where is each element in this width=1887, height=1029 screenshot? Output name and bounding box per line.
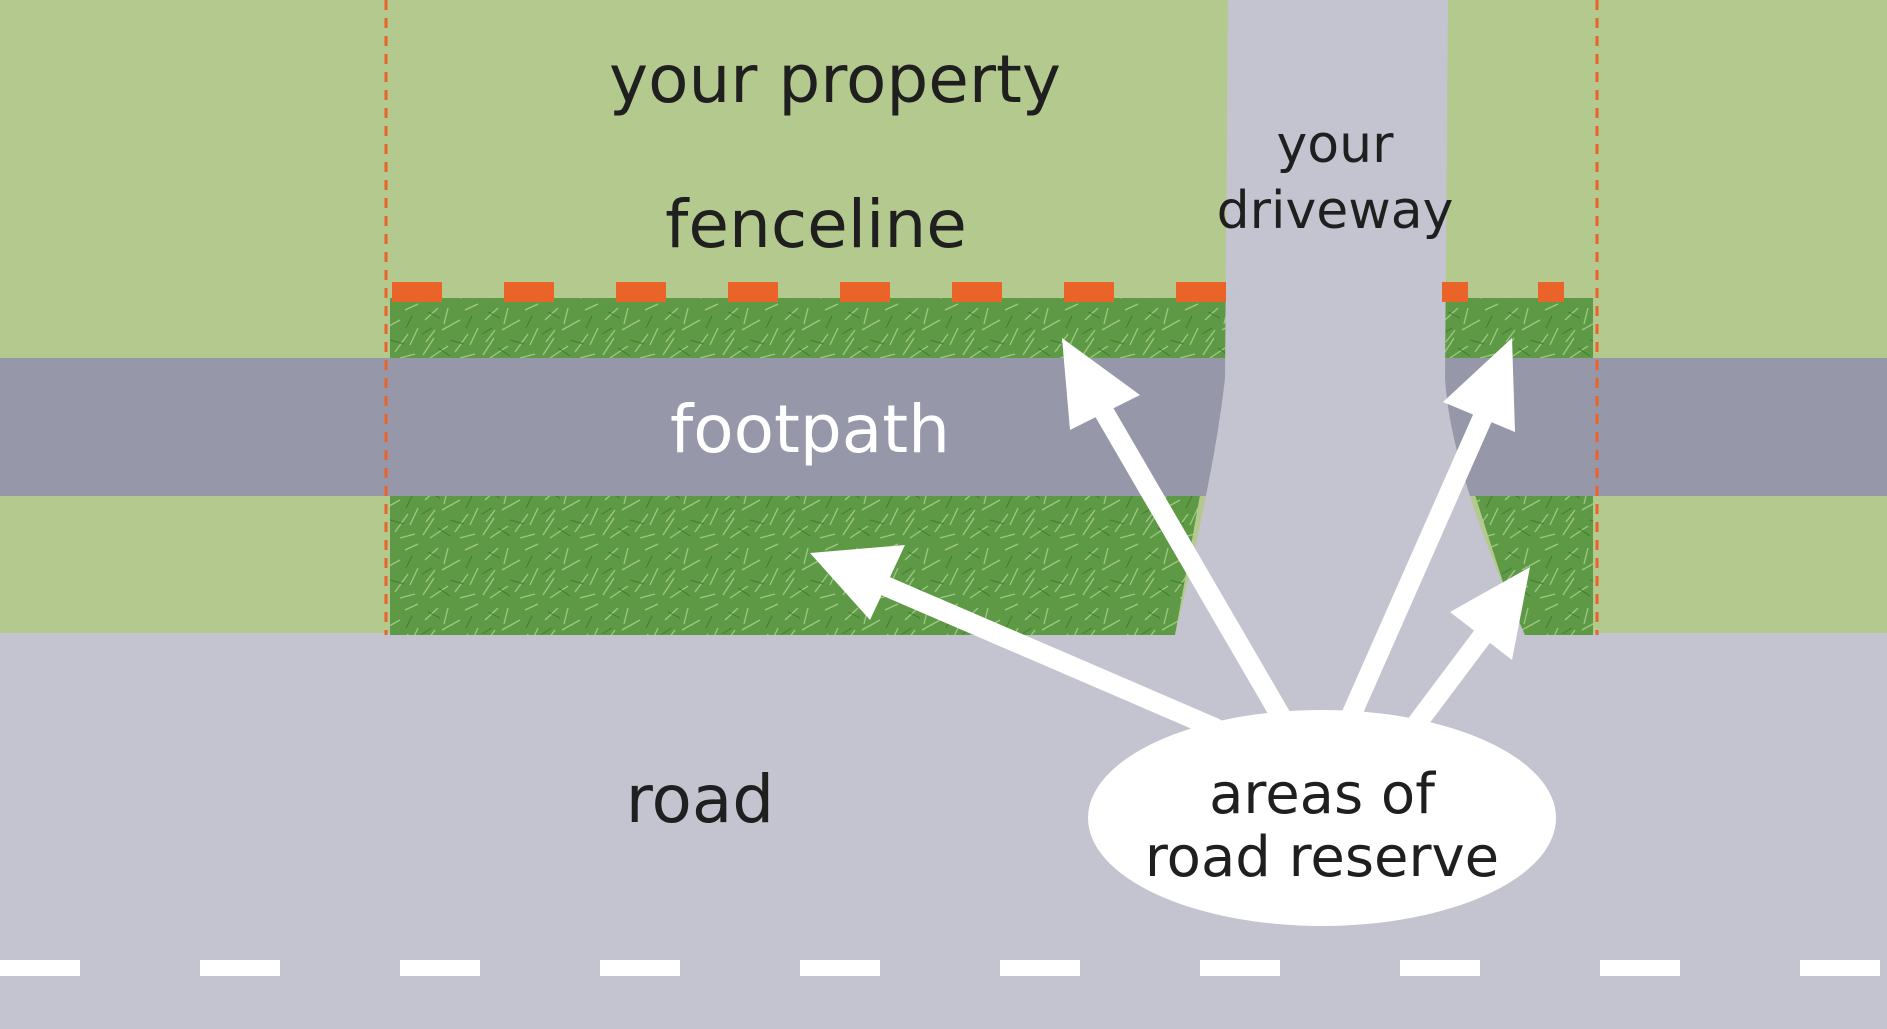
arrows <box>810 338 1530 740</box>
fenceline-label: fenceline <box>665 186 967 263</box>
driveway-label-line1: your <box>1277 115 1395 175</box>
property-label: your property <box>609 41 1061 118</box>
road-area <box>0 633 1887 1029</box>
footpath-area <box>0 358 1887 496</box>
verge-lower <box>390 495 1200 635</box>
reserve-callout <box>1088 710 1556 926</box>
road-label: road <box>626 761 774 838</box>
verge-lower-right <box>1475 495 1593 635</box>
footpath-label: footpath <box>670 391 950 468</box>
reserve-label-line2: road reserve <box>1145 825 1499 890</box>
driveway-label-line2: driveway <box>1217 181 1454 241</box>
reserve-label-line1: areas of <box>1209 762 1436 827</box>
driveway-area <box>1175 0 1525 635</box>
